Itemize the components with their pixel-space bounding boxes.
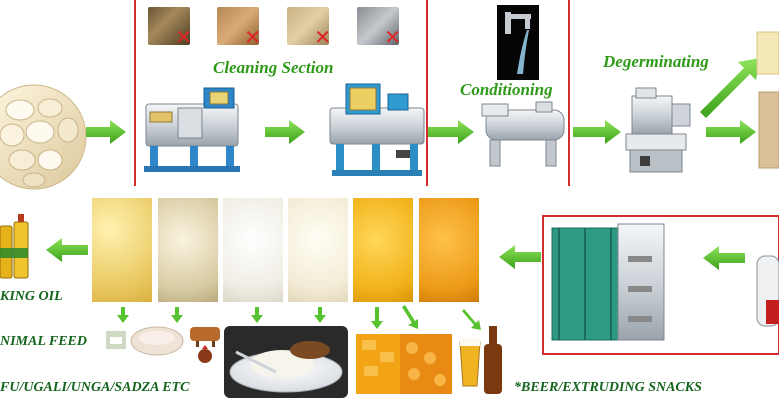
arrow-down-5 [371,307,383,329]
conditioning-label: Conditioning [460,80,553,99]
plansifter-machine [551,223,665,341]
divider-3 [568,0,570,186]
wood-impurity-image: ✕ [287,7,329,45]
arrow-to-germ [700,58,760,118]
product-corn-grits-fine [419,198,479,302]
arrow-to-oil [46,238,88,262]
cleaning-section-label: Cleaning Section [213,58,334,77]
reject-icon: ✕ [244,25,259,45]
product-corn-flour-fine [223,198,283,302]
reject-icon: ✕ [384,25,399,45]
degerminating-label: Degerminating [603,52,709,71]
animal-feed-label: NIMAL FEED [0,334,88,349]
arrow-to-conditioning [428,120,474,144]
drum-sieve-machine [329,83,425,176]
water-faucet-image [497,5,539,80]
reject-icon: ✕ [175,25,190,45]
ugali-label: FU/UGALI/UNGA/SADZA ETC [0,380,190,395]
straw-impurity-image: ✕ [148,7,190,45]
ugali-bowl-image [224,326,348,398]
degerminator-machine [625,87,691,173]
raw-maize-image [0,84,87,190]
grits-product-image [758,91,779,169]
arrow-down-2 [171,307,183,323]
roller-mill-machine [756,255,779,327]
arrow-to-cleaning [86,120,126,144]
arrow-down-3 [251,307,263,323]
conditioning-machine [481,101,565,167]
divider-2 [426,0,428,186]
stone-impurity-image: ✕ [357,7,399,45]
arrow-down-1 [117,307,129,323]
animal-feed-images [106,326,220,363]
fiber-impurity-image: ✕ [217,7,259,45]
arrow-to-products [499,245,541,269]
germ-product-image [756,31,779,75]
arrow-between-cleaners [265,120,305,144]
arrow-down-4 [314,307,326,323]
arrow-to-grits [706,120,756,144]
reject-icon: ✕ [314,25,329,45]
cooking-oil-label: KING OIL [0,289,63,304]
plansifter-frame [542,215,779,355]
product-corn-grits-yellow [353,198,413,302]
arrow-from-mill [703,246,745,270]
product-corn-meal [288,198,348,302]
arrow-to-degerminating [573,120,621,144]
arrow-down-6 [402,305,418,329]
arrow-down-7 [462,309,481,330]
divider-1 [134,0,136,186]
beer-snacks-label: *BEER/EXTRUDING SNACKS [514,380,702,395]
vibrating-cleaner-machine [144,87,240,172]
cooking-oil-image [0,214,29,279]
beer-image [459,326,502,394]
product-corn-bran [158,198,218,302]
extruded-snacks-image [356,334,452,394]
product-corn-grits-coarse [92,198,152,302]
